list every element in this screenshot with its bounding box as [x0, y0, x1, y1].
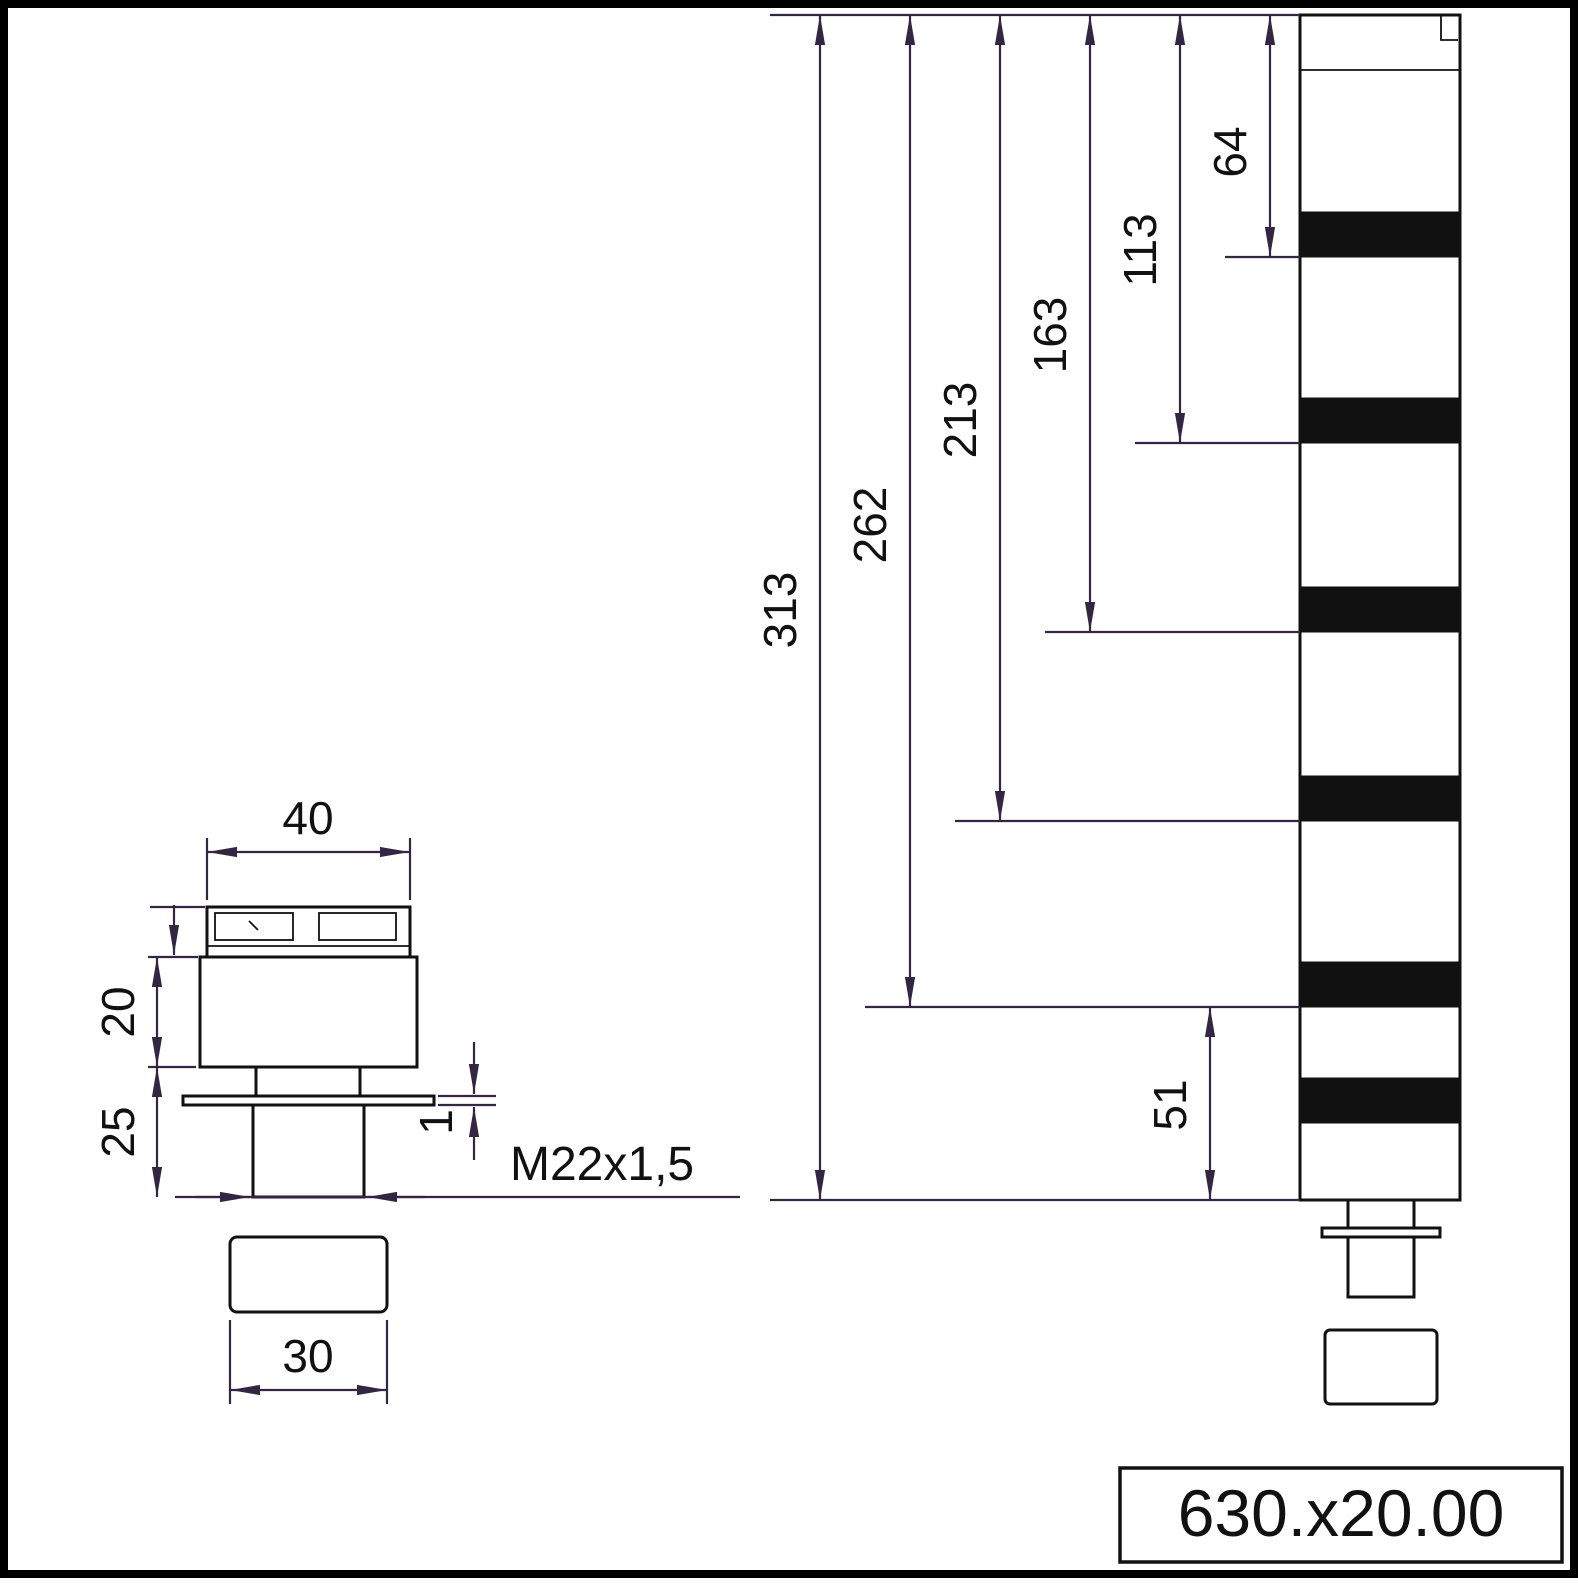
dim-label-163: 163 [1024, 297, 1076, 374]
dim-label-313: 313 [754, 572, 806, 649]
dimension-flange-thickness: 1 [410, 1042, 496, 1160]
dim-label-40: 40 [282, 792, 333, 844]
junction-band-1 [1299, 211, 1461, 258]
dimension-top-width: 40 [205, 792, 412, 900]
dimension-thread-length: 25 [92, 1067, 163, 1197]
dimension-to-junction-4: 213 [934, 15, 1006, 821]
dim-label-64: 64 [1204, 126, 1256, 177]
dimension-to-junction-1: 64 [1204, 15, 1276, 257]
dimension-to-junction-3: 163 [1024, 15, 1096, 632]
dim-label-30: 30 [282, 1330, 333, 1382]
junction-band-3 [1299, 586, 1461, 633]
title-block-border [1118, 1466, 1564, 1564]
dimension-base-height: 51 [1144, 1007, 1216, 1200]
dimension-to-base-top: 262 [844, 15, 916, 1007]
junction-band-4 [1299, 775, 1461, 822]
dim-label-20: 20 [92, 986, 144, 1037]
model-number: 630.x20.00 [1178, 1476, 1505, 1550]
dimension-nut-width: 30 [228, 1320, 389, 1404]
knurled-nut [228, 1235, 389, 1314]
base-band [1299, 1077, 1461, 1124]
junction-band-2 [1299, 397, 1461, 444]
left-view: 40 20 25 1 [92, 792, 740, 1404]
cap-height-reference [150, 905, 205, 955]
housing-body [198, 955, 419, 1069]
junction-band-5 [1299, 961, 1461, 1008]
tower-stud-neck [1346, 1198, 1416, 1230]
stud-neck [254, 1065, 362, 1098]
contact-slot-right [318, 912, 397, 941]
dim-label-51: 51 [1144, 1079, 1196, 1130]
thread-callout: M22x1,5 [175, 1138, 740, 1203]
dim-label-25: 25 [92, 1106, 144, 1157]
dimension-overall-height: 313 [754, 15, 826, 1200]
dim-label-213: 213 [934, 382, 986, 459]
threaded-stud [251, 1103, 366, 1199]
title-block: 630.x20.00 [1118, 1466, 1564, 1564]
tower-threaded-stud [1346, 1235, 1416, 1299]
dim-label-262: 262 [844, 487, 896, 564]
dimension-housing-height: 20 [92, 955, 198, 1069]
tower-knurled-nut [1323, 1328, 1439, 1406]
dim-label-1: 1 [410, 1109, 462, 1135]
thread-label: M22x1,5 [510, 1138, 694, 1191]
contact-slot-left [214, 912, 294, 941]
contact-detail [248, 920, 259, 931]
dimension-to-junction-2: 113 [1114, 15, 1186, 443]
right-view: 313 262 213 163 113 64 51 [754, 13, 1462, 1406]
contact-cap [205, 905, 412, 959]
top-notch [1440, 15, 1458, 41]
dim-label-113: 113 [1114, 213, 1166, 286]
